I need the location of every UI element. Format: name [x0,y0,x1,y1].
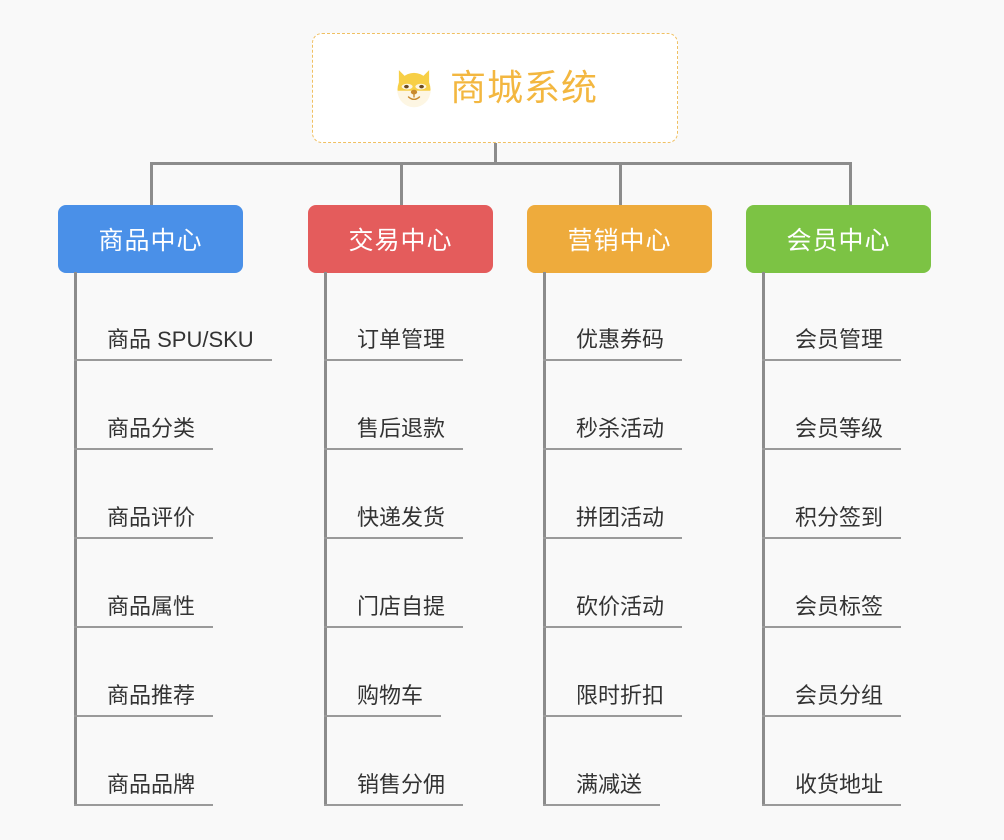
leaf-label: 优惠券码 [576,326,665,352]
leaf-label: 商品推荐 [107,682,196,708]
branch-label-1: 商品中心 [98,227,203,255]
leaf-item[interactable]: 秒杀活动 [543,361,683,450]
leaf-item[interactable]: 收货地址 [762,717,902,806]
leaf-item[interactable]: 销售分佣 [324,717,464,806]
leaf-label: 积分签到 [795,504,884,530]
connector-drop-1 [150,162,153,207]
leaf-item[interactable]: 限时折扣 [543,628,683,717]
leaf-group-4: 会员管理 会员等级 积分签到 会员标签 会员分组 收货地址 [762,272,902,806]
leaf-item[interactable]: 会员等级 [762,361,902,450]
leaf-item[interactable]: 会员分组 [762,628,902,717]
leaf-item[interactable]: 商品属性 [74,539,214,628]
leaf-label: 售后退款 [357,415,446,441]
leaf-label: 会员管理 [795,326,884,352]
leaf-spine-3 [543,272,546,806]
leaf-item[interactable]: 积分签到 [762,450,902,539]
leaf-item[interactable]: 商品品牌 [74,717,214,806]
leaf-group-3: 优惠券码 秒杀活动 拼团活动 砍价活动 限时折扣 满减送 [543,272,683,806]
leaf-item[interactable]: 拼团活动 [543,450,683,539]
leaf-label: 快递发货 [357,504,446,530]
leaf-item[interactable]: 购物车 [324,628,442,717]
leaf-label: 拼团活动 [576,504,665,530]
shiba-dog-icon [392,66,436,110]
leaf-label: 门店自提 [357,593,446,619]
leaf-group-2: 订单管理 售后退款 快递发货 门店自提 购物车 销售分佣 [324,272,464,806]
leaf-label: 商品分类 [107,415,196,441]
branch-box-1[interactable]: 商品中心 [58,205,243,273]
leaf-group-1: 商品 SPU/SKU 商品分类 商品评价 商品属性 商品推荐 商品品牌 [74,272,272,806]
branch-label-4: 会员中心 [786,227,891,255]
branch-label-3: 营销中心 [567,227,672,255]
leaf-item[interactable]: 订单管理 [324,272,464,361]
leaf-item[interactable]: 商品评价 [74,450,214,539]
leaf-label: 收货地址 [795,771,884,797]
leaf-spine-2 [324,272,327,806]
leaf-label: 商品属性 [107,593,196,619]
leaf-item[interactable]: 商品推荐 [74,628,214,717]
leaf-item[interactable]: 会员标签 [762,539,902,628]
leaf-label: 会员标签 [795,593,884,619]
connector-drop-4 [849,162,852,207]
leaf-label: 会员等级 [795,415,884,441]
leaf-label: 商品品牌 [107,771,196,797]
leaf-label: 商品 SPU/SKU [107,326,254,352]
branch-label-2: 交易中心 [348,227,453,255]
leaf-label: 商品评价 [107,504,196,530]
leaf-item[interactable]: 砍价活动 [543,539,683,628]
leaf-item[interactable]: 优惠券码 [543,272,683,361]
root-title: 商城系统 [449,67,598,108]
leaf-item[interactable]: 会员管理 [762,272,902,361]
leaf-label: 限时折扣 [576,682,665,708]
leaf-label: 购物车 [357,682,424,708]
leaf-label: 订单管理 [357,326,446,352]
leaf-item[interactable]: 门店自提 [324,539,464,628]
connector-drop-2 [400,162,403,207]
connector-root-stem [494,143,497,165]
branch-box-3[interactable]: 营销中心 [527,205,712,273]
leaf-item[interactable]: 商品分类 [74,361,214,450]
connector-horizontal-bus [150,162,852,165]
branch-box-2[interactable]: 交易中心 [308,205,493,273]
leaf-label: 砍价活动 [576,593,665,619]
leaf-spine-1 [74,272,77,806]
leaf-item[interactable]: 售后退款 [324,361,464,450]
leaf-spine-4 [762,272,765,806]
leaf-item[interactable]: 快递发货 [324,450,464,539]
leaf-item[interactable]: 满减送 [543,717,661,806]
connector-drop-3 [619,162,622,207]
branch-box-4[interactable]: 会员中心 [746,205,931,273]
leaf-label: 秒杀活动 [576,415,665,441]
leaf-label: 销售分佣 [357,771,446,797]
leaf-label: 满减送 [576,771,643,797]
leaf-item[interactable]: 商品 SPU/SKU [74,272,272,361]
leaf-label: 会员分组 [795,682,884,708]
root-node[interactable]: 商城系统 [312,33,678,143]
